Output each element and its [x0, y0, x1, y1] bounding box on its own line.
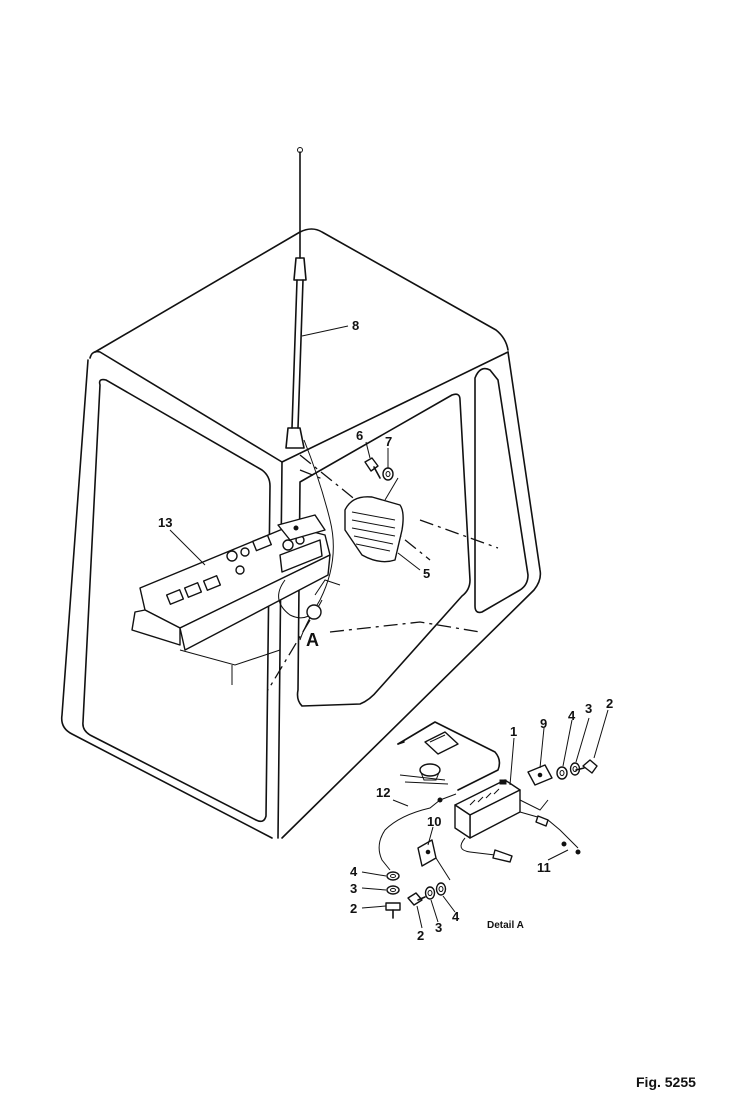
callout-11: 11: [537, 860, 551, 875]
callout-9: 9: [540, 716, 547, 731]
cab-outline: [60, 228, 542, 839]
callout-4-left: 4: [350, 864, 358, 879]
callout-4-bottom: 4: [452, 909, 460, 924]
callout-13: 13: [158, 515, 172, 530]
callout-6: 6: [356, 428, 363, 443]
detail-caption: Detail A: [487, 920, 524, 931]
callout-3-top: 3: [585, 701, 592, 716]
callout-12: 12: [376, 785, 390, 800]
callout-2-top: 2: [606, 696, 613, 711]
speaker-unit: [344, 477, 404, 563]
callout-7: 7: [385, 434, 392, 449]
callout-8: 8: [352, 318, 359, 333]
callout-5: 5: [423, 566, 430, 581]
callout-2-bottom: 2: [417, 928, 424, 943]
callout-4-top: 4: [568, 708, 576, 723]
callout-3-left: 3: [350, 881, 357, 896]
callout-1: 1: [510, 724, 517, 739]
bolt-6: [364, 457, 381, 479]
callout-labels: 8 6 7 5 13 A 1 9 4 3 2 12 10 11 4 3 2 2 …: [158, 318, 696, 1090]
view-a-marker: A: [306, 630, 319, 650]
callout-2-left: 2: [350, 901, 357, 916]
callout-3-bottom: 3: [435, 920, 442, 935]
callout-leaders: [169, 325, 609, 929]
detail-a-assembly: [378, 721, 598, 919]
figure-number: Fig. 5255: [636, 1074, 696, 1090]
control-panel-radio: [131, 514, 341, 685]
antenna-rod: [285, 147, 334, 641]
callout-10: 10: [427, 814, 441, 829]
washer-7: [382, 467, 394, 481]
